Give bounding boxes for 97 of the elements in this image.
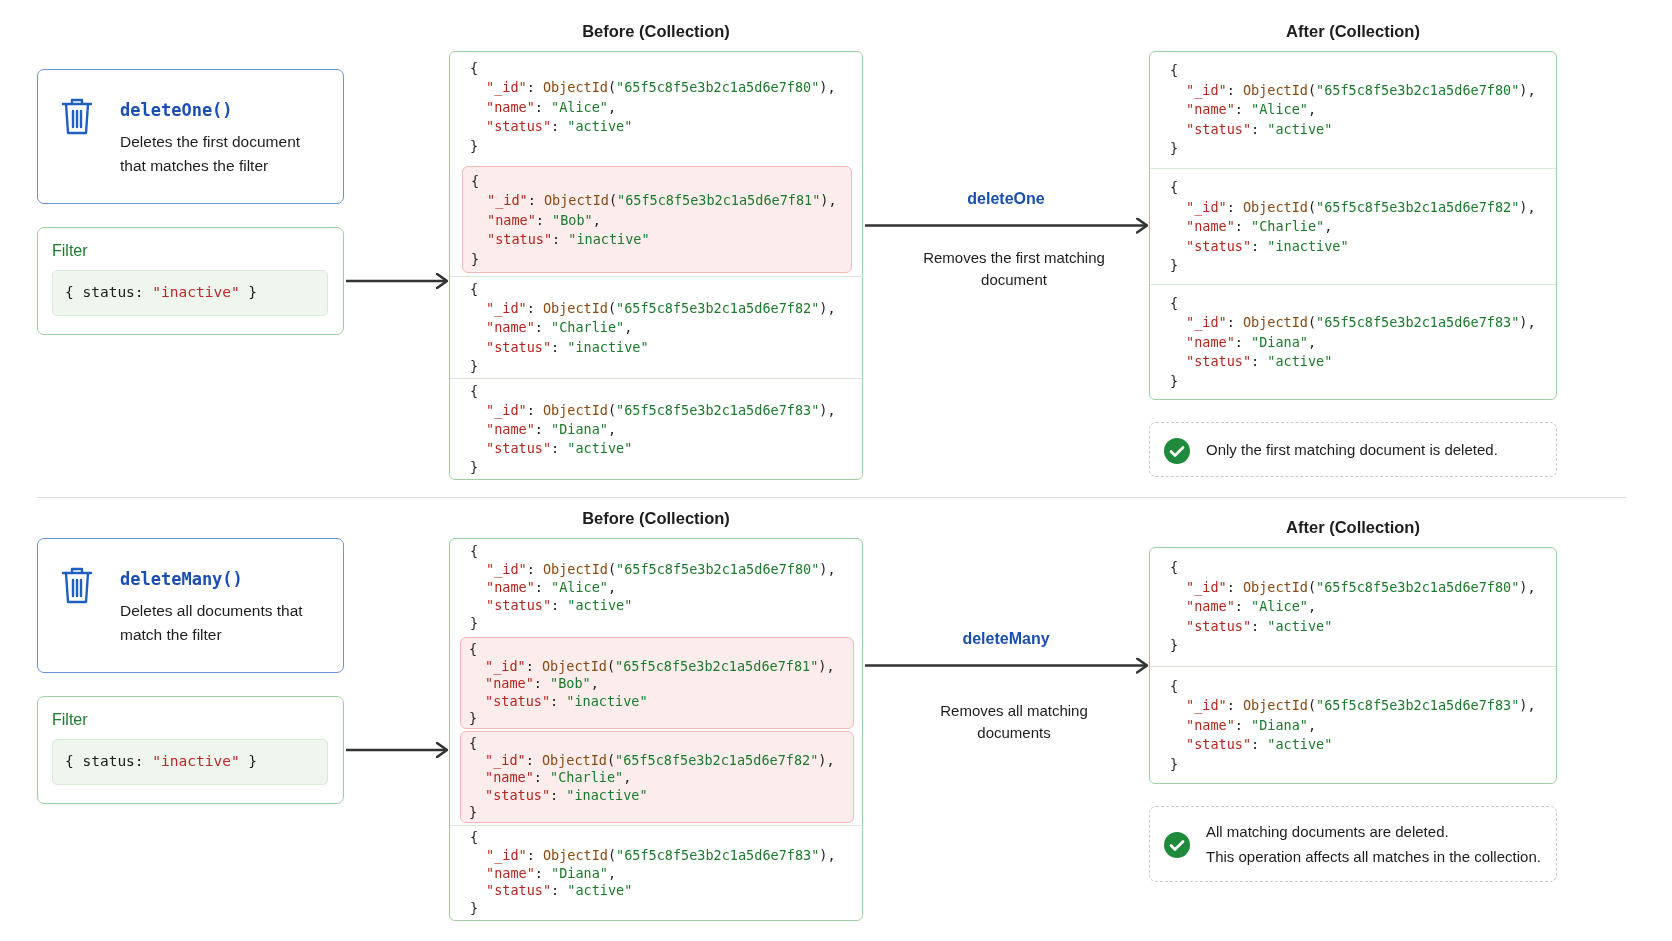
edge-label: deleteMany (906, 629, 1106, 648)
code-line: "name": "Charlie", (1185, 217, 1334, 237)
code-line: "name": "Charlie", (484, 769, 633, 787)
code-line: { (1170, 558, 1180, 578)
method-name: deleteOne() (120, 100, 233, 120)
code-line: "status": "active" (485, 439, 634, 458)
filter-card (37, 227, 344, 335)
result-note (1149, 422, 1557, 477)
code-line: { (1170, 178, 1180, 198)
method-description: Deletes all documents that match the filter (120, 601, 304, 645)
code-snippet: { status: "inactive" } (52, 739, 328, 785)
code-line: { (470, 829, 480, 847)
code-line: "status": "active" (1185, 735, 1334, 755)
code-line: "_id": ObjectId("65f5c8f5e3b2c1a5d6e7f82"), (485, 299, 837, 319)
code-line: "status": "active" (1185, 352, 1334, 372)
filter-label: Filter (52, 711, 88, 729)
code-line: } (1170, 636, 1180, 656)
code-line: "_id": ObjectId("65f5c8f5e3b2c1a5d6e7f83"), (485, 846, 837, 865)
code-line: } (1170, 256, 1180, 276)
panel-title: After (Collection) (1285, 518, 1421, 537)
code-line: } (471, 249, 481, 269)
filter-card (37, 696, 344, 804)
code-snippet: { status: "inactive" } (52, 270, 328, 316)
method-description: Deletes the first document that matches the filter (120, 132, 302, 176)
code-line: { (1170, 293, 1180, 313)
code-line: } (470, 900, 480, 918)
code-line: "_id": ObjectId("65f5c8f5e3b2c1a5d6e7f82"), (1185, 197, 1537, 218)
edge-description: Removes all matching documents (939, 701, 1089, 743)
note-text: All matching documents are deleted. (1206, 823, 1449, 840)
code-line: "_id": ObjectId("65f5c8f5e3b2c1a5d6e7f83"), (485, 401, 837, 420)
result-note (1149, 806, 1557, 882)
note-text: This operation affects all matches in the collection. (1206, 848, 1541, 865)
code-line: "name": "Bob", (484, 675, 600, 693)
code-line: { (469, 641, 479, 659)
code-line: "name": "Diana", (1185, 715, 1318, 735)
code-line: "status": "inactive" (485, 337, 650, 357)
code-line: { (1170, 61, 1180, 81)
code-line: } (469, 709, 479, 727)
code-line: "name": "Alice", (485, 578, 618, 596)
document-card (460, 637, 854, 729)
panel-title: Before (Collection) (581, 509, 731, 528)
code-line: "_id": ObjectId("65f5c8f5e3b2c1a5d6e7f83"), (1185, 696, 1537, 716)
edge-label: deleteOne (906, 189, 1106, 208)
arrow (865, 657, 1149, 674)
code-line: "name": "Diana", (1185, 332, 1318, 352)
code-line: "status": "inactive" (486, 230, 651, 250)
code-line: "_id": ObjectId("65f5c8f5e3b2c1a5d6e7f80"), (1185, 80, 1537, 101)
code-line: "status": "active" (1185, 119, 1334, 139)
code-line: } (1170, 754, 1180, 774)
document-card (462, 166, 852, 273)
code-line: } (470, 614, 480, 632)
code-line: "name": "Bob", (486, 210, 602, 230)
note-text: Only the first matching document is deleted. (1206, 441, 1498, 458)
code-line: "_id": ObjectId("65f5c8f5e3b2c1a5d6e7f80"), (485, 78, 837, 98)
code-line: { (471, 171, 481, 191)
code-line: "status": "active" (1185, 616, 1334, 636)
code-line: } (1170, 139, 1180, 159)
code-line: "name": "Alice", (1185, 100, 1318, 120)
code-line: "status": "active" (485, 596, 634, 614)
code-line: { (470, 280, 480, 299)
code-line: } (470, 136, 480, 156)
code-line: "name": "Diana", (485, 420, 618, 439)
code-line: } (469, 803, 479, 821)
code-line: { (1170, 676, 1180, 696)
code-line: "name": "Diana", (485, 864, 618, 883)
panel-title: After (Collection) (1285, 22, 1421, 41)
code-line: "_id": ObjectId("65f5c8f5e3b2c1a5d6e7f82"), (484, 752, 836, 770)
code-line: "status": "active" (485, 117, 634, 137)
filter-label: Filter (52, 242, 88, 260)
method-name: deleteMany() (120, 569, 243, 589)
arrow (346, 741, 449, 759)
code-line: "_id": ObjectId("65f5c8f5e3b2c1a5d6e7f80"), (485, 560, 837, 578)
code-line: "_id": ObjectId("65f5c8f5e3b2c1a5d6e7f81"), (484, 658, 836, 676)
arrow (865, 217, 1149, 234)
edge-description: Removes the first matching document (922, 248, 1106, 290)
code-line: "_id": ObjectId("65f5c8f5e3b2c1a5d6e7f80"), (1185, 577, 1537, 598)
code-line: "status": "inactive" (484, 692, 649, 710)
method-card (37, 69, 344, 204)
code-line: "name": "Alice", (485, 97, 618, 117)
code-line: "status": "inactive" (1185, 236, 1350, 256)
code-line: { (469, 735, 479, 753)
code-line: "_id": ObjectId("65f5c8f5e3b2c1a5d6e7f83"), (1185, 313, 1537, 333)
code-line: "status": "inactive" (484, 786, 649, 804)
code-line: "status": "active" (485, 882, 634, 901)
code-line: } (470, 458, 480, 477)
code-line: } (1170, 371, 1180, 391)
code-line: { (470, 542, 480, 560)
code-line: "_id": ObjectId("65f5c8f5e3b2c1a5d6e7f81"), (486, 191, 838, 211)
arrow (346, 272, 449, 290)
code-line: { (470, 58, 480, 78)
code-line: { (470, 382, 480, 401)
code-line: "name": "Alice", (1185, 597, 1318, 617)
code-line: } (470, 356, 480, 376)
code-line: "name": "Charlie", (485, 318, 634, 338)
method-card (37, 538, 344, 673)
panel-title: Before (Collection) (581, 22, 731, 41)
document-card (460, 731, 854, 823)
